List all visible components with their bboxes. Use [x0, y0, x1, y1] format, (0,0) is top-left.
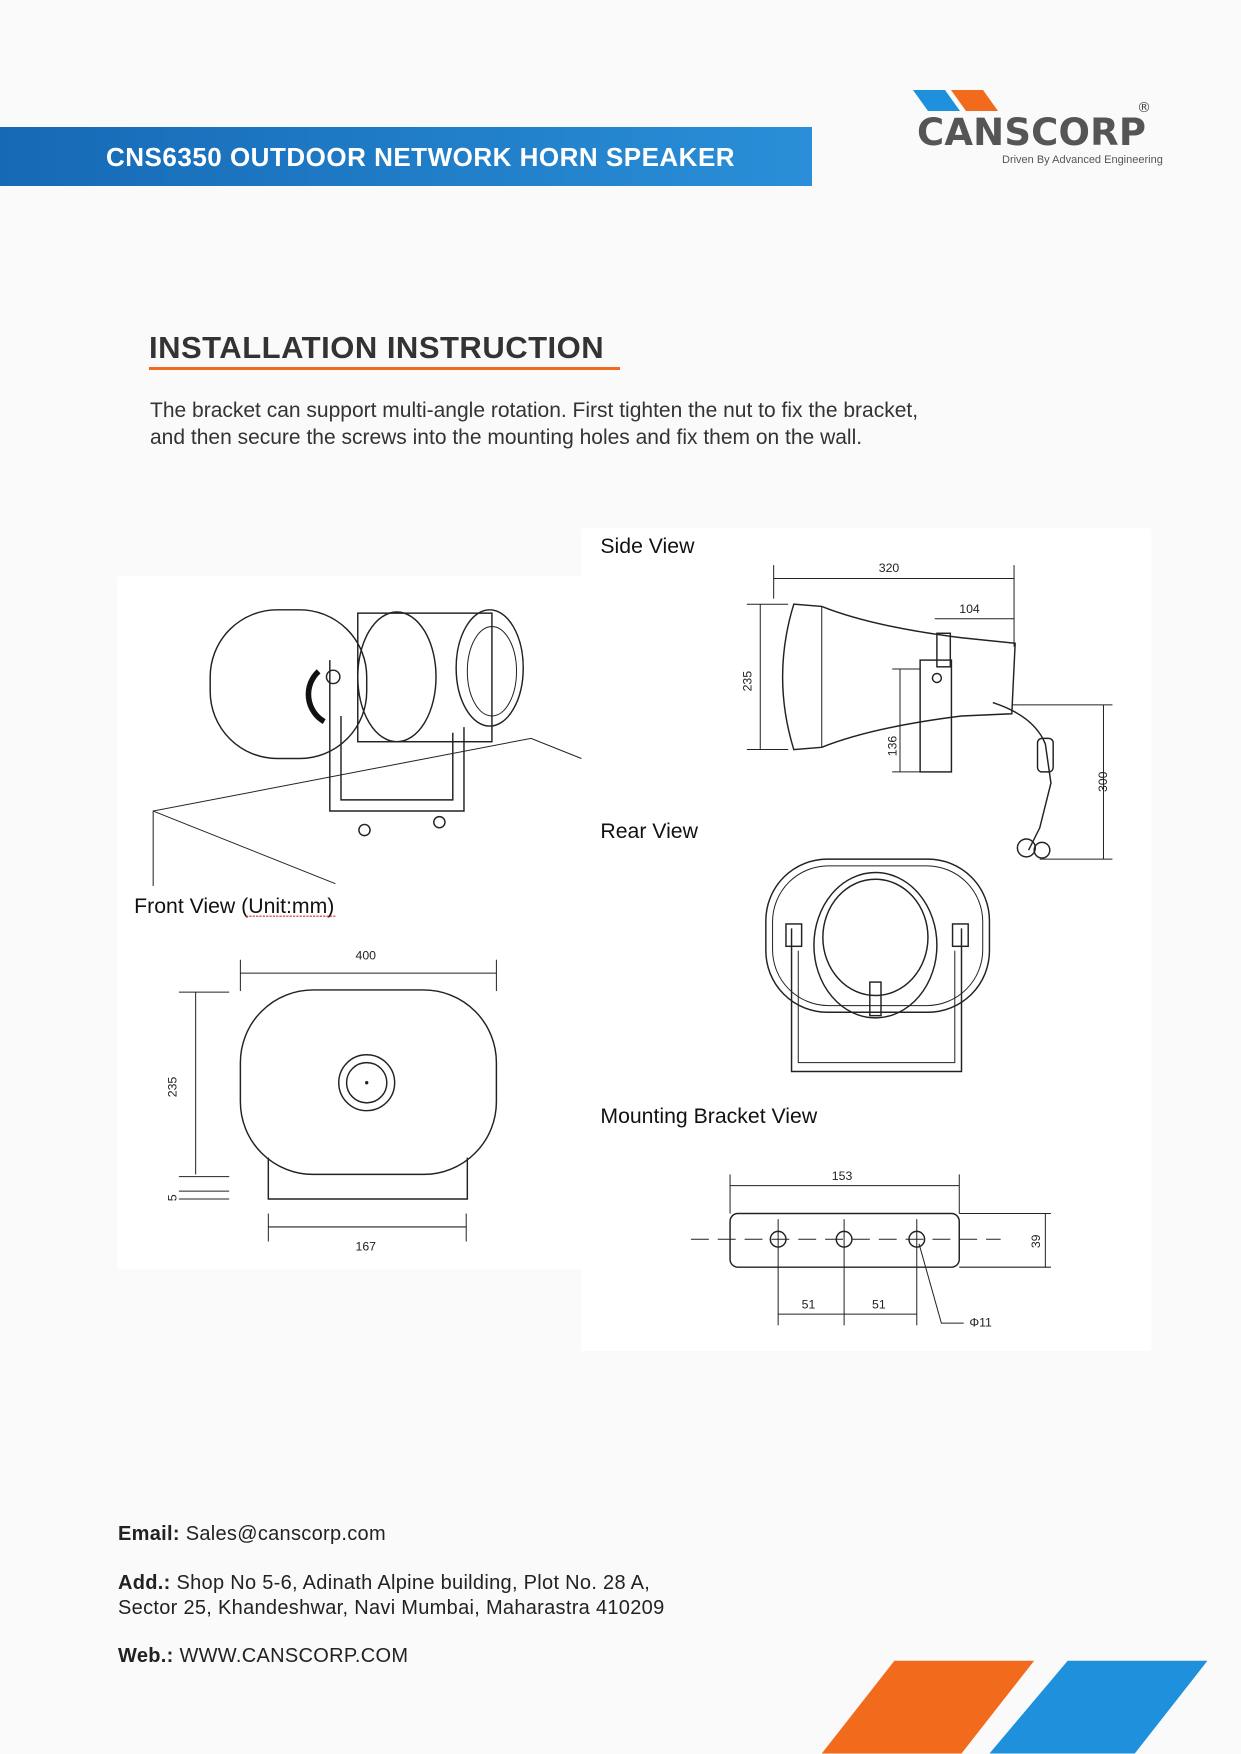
dim-side-length: 320: [879, 561, 900, 575]
decor-blue-stripe: [989, 1660, 1208, 1754]
right-drawing-panel: [581, 528, 1152, 1352]
footer-email: Email: Sales@canscorp.com: [118, 1523, 386, 1546]
web-link[interactable]: WWW.CANSCORP.COM: [179, 1645, 409, 1667]
logo-wordmark: CANSCORP: [917, 111, 1147, 154]
dim-side-bracket: 136: [886, 736, 900, 757]
document-title: CNS6350 OUTDOOR NETWORK HORN SPEAKER: [106, 142, 736, 172]
section-underline: [149, 367, 620, 370]
logo-tagline: Driven By Advanced Engineering: [1002, 154, 1163, 166]
installation-illustration: [152, 609, 582, 886]
instruction-line-1: The bracket can support multi-angle rota…: [150, 399, 919, 422]
left-drawing-panel: [117, 576, 582, 1270]
logo-orange-stripe: [951, 90, 998, 111]
registered-mark: ®: [1137, 100, 1151, 116]
web-label: Web.:: [118, 1645, 174, 1667]
dim-side-height: 235: [740, 671, 754, 692]
dim-bracket-length: 153: [832, 1169, 853, 1183]
dim-front-height: 235: [166, 1077, 180, 1098]
email-link[interactable]: Sales@canscorp.com: [185, 1523, 386, 1545]
instruction-line-2: and then secure the screws into the moun…: [150, 426, 863, 449]
dim-front-width: 400: [356, 949, 377, 963]
bracket-view-drawing: 153 51 51 Φ11 39: [690, 1169, 1051, 1329]
email-label: Email:: [118, 1523, 180, 1545]
rear-view-label: Rear View: [600, 819, 698, 843]
address-line-1: Shop No 5-6, Adinath Alpine building, Pl…: [176, 1572, 651, 1594]
footer-web: Web.: WWW.CANSCORP.COM: [118, 1645, 408, 1668]
side-view-drawing: 320 104 235 136 300: [740, 561, 1113, 860]
front-view-drawing: 400 235 5 167: [166, 949, 498, 1253]
dim-front-gap: 5: [166, 1194, 180, 1201]
front-view-label: Front View (Unit:mm): [134, 894, 334, 918]
address-line-2: Sector 25, Khandeshwar, Navi Mumbai, Mah…: [118, 1597, 665, 1619]
rotation-arrow-icon: [305, 669, 326, 725]
dim-bracket-spacing-2: 51: [872, 1298, 886, 1312]
dim-side-rear: 104: [959, 602, 980, 616]
decor-orange-stripe: [821, 1660, 1035, 1754]
dim-bracket-height: 39: [1029, 1234, 1043, 1248]
side-view-label: Side View: [600, 534, 695, 558]
logo-blue-stripe: [913, 90, 960, 111]
address-label: Add.:: [118, 1572, 171, 1594]
dim-front-bracket: 167: [356, 1239, 377, 1253]
canscorp-logo: CANSCORP ® Driven By Advanced Engineerin…: [913, 90, 1163, 166]
dim-bracket-hole: Φ11: [969, 1315, 992, 1329]
dim-bracket-spacing-1: 51: [802, 1298, 816, 1312]
header-bar: [0, 127, 812, 186]
bracket-view-label: Mounting Bracket View: [600, 1104, 817, 1128]
footer-address: Add.: Shop No 5-6, Adinath Alpine buildi…: [118, 1572, 650, 1595]
rear-view-drawing: [765, 858, 991, 1073]
section-title: INSTALLATION INSTRUCTION: [149, 330, 605, 365]
dim-side-cable: 300: [1096, 771, 1110, 792]
